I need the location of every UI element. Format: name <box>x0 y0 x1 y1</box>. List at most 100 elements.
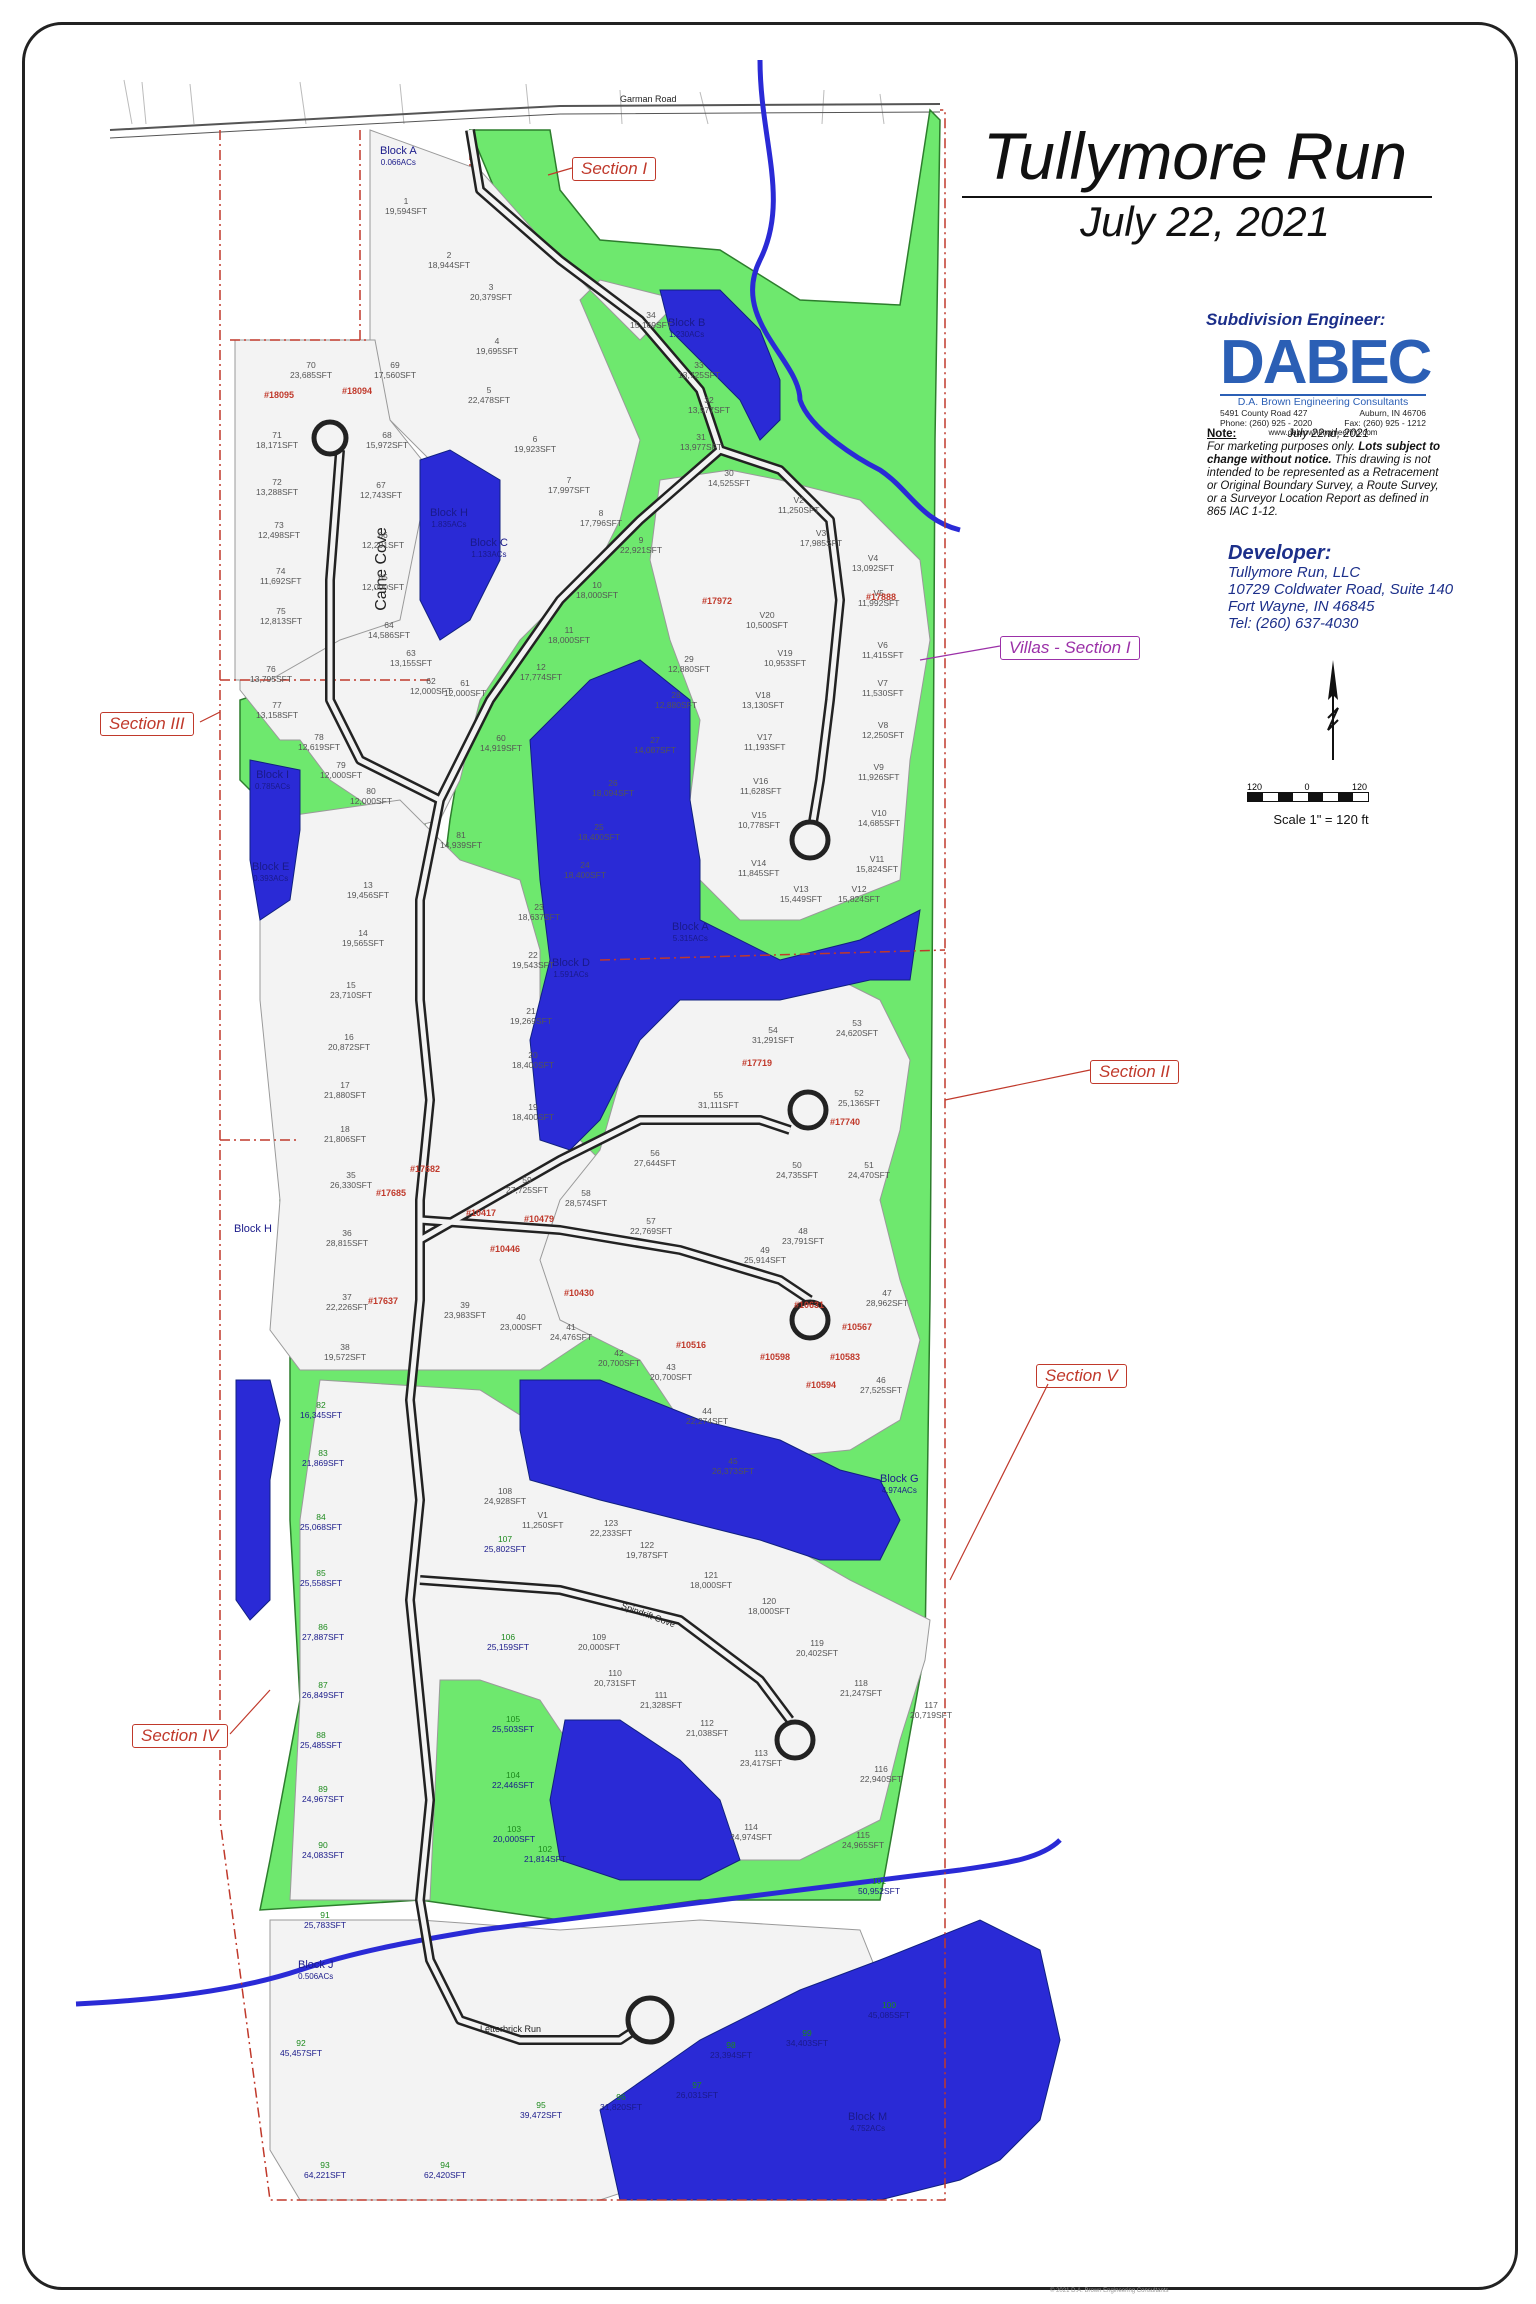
block-area: 0.785ACs <box>255 782 291 791</box>
block-area: 1.835ACs <box>431 520 467 529</box>
lot-area: 11,250SFT <box>522 1520 564 1530</box>
block-area: 0.506ACs <box>298 1972 334 1981</box>
lot-number: 55 <box>713 1090 724 1100</box>
lot-area: 13,977SFT <box>688 405 731 415</box>
lot-area: 45,085SFT <box>868 2010 911 2020</box>
lot-number: V16 <box>753 776 769 786</box>
lot-number: 94 <box>440 2160 450 2170</box>
lot-number: 38 <box>340 1342 350 1352</box>
lot-area: 13,158SFT <box>256 710 299 720</box>
lot-area: 12,498SFT <box>258 530 301 540</box>
lot-number: V14 <box>751 858 767 868</box>
lot-area: 25,783SFT <box>304 1920 347 1930</box>
lot-area: 20,872SFT <box>328 1042 371 1052</box>
lot-area: 23,685SFT <box>290 370 333 380</box>
tree-lines <box>123 79 885 125</box>
engineer-street: 5491 County Road 427 <box>1220 408 1308 418</box>
lot-number: 71 <box>272 430 282 440</box>
lot-area: 11,845SFT <box>738 868 780 878</box>
lot-area: 20,719SFT <box>910 1710 953 1720</box>
lot-number: 82 <box>316 1400 326 1410</box>
lot-area: 13,092SFT <box>852 563 895 573</box>
lot-number: 70 <box>306 360 316 370</box>
lot-number: 86 <box>318 1622 328 1632</box>
lots-sec2 <box>539 969 921 1461</box>
lot-area: 25,136SFT <box>838 1098 881 1108</box>
lot-number: 7 <box>566 475 572 485</box>
lot-area: 13,288SFT <box>256 487 299 497</box>
lot-number: 12 <box>536 662 546 672</box>
lot-number: 39 <box>460 1300 470 1310</box>
developer-info: Tullymore Run, LLC 10729 Coldwater Road,… <box>1228 564 1453 632</box>
villas-section-label: Villas - Section I <box>1000 636 1140 660</box>
lot-area: 23,791SFT <box>782 1236 825 1246</box>
lot-area: 11,415SFT <box>862 650 904 660</box>
note-line1: For marketing purposes only. <box>1207 441 1356 453</box>
lot-number: 32 <box>704 395 714 405</box>
lot-area: 64,221SFT <box>304 2170 347 2180</box>
lot-area: 15,824SFT <box>856 864 899 874</box>
lot-area: 11,193SFT <box>744 742 786 752</box>
lot-number: 4 <box>494 336 500 346</box>
lot-area: 23,983SFT <box>444 1310 487 1320</box>
lot-area: 27,525SFT <box>860 1385 903 1395</box>
block-area: 4.752ACs <box>849 2124 886 2133</box>
lot-area: 18,400SFT <box>578 832 621 842</box>
note-date: July 22nd, 2021 <box>1287 428 1369 440</box>
lot-number: 6 <box>532 434 538 444</box>
river-north <box>750 59 961 533</box>
lot-area: 12,000SFT <box>350 796 393 806</box>
lot-number: 17 <box>340 1080 350 1090</box>
lot-number: 84 <box>316 1512 326 1522</box>
lot-number: V10 <box>871 808 887 818</box>
lot-number: 46 <box>876 1375 886 1385</box>
lot-area: 25,914SFT <box>744 1255 787 1265</box>
block-area: 1.133ACs <box>471 550 507 559</box>
block-name: Block H <box>234 1223 272 1235</box>
block-area: 0.066ACs <box>380 158 416 167</box>
scale-tick-left: 120 <box>1247 782 1263 792</box>
lot-number: 104 <box>505 1770 521 1780</box>
lot-number: 105 <box>505 1714 521 1724</box>
lot-area: 12,000SFT <box>444 688 487 698</box>
scale-blocks <box>1247 792 1369 802</box>
lot-area: 11,926SFT <box>858 772 900 782</box>
lot-area: 22,921SFT <box>620 545 663 555</box>
lot-number: 65 <box>378 572 388 582</box>
lot-area: 14,586SFT <box>368 630 411 640</box>
lot-area: 26,031SFT <box>676 2090 719 2100</box>
lot-area: 25,159SFT <box>487 1642 530 1652</box>
lot-number: 111 <box>654 1690 668 1700</box>
lot-number: 108 <box>497 1486 513 1496</box>
lot-number: 50 <box>792 1160 802 1170</box>
engineer-address: 5491 County Road 427 Auburn, IN 46706 <box>1220 408 1426 418</box>
block-area: 5.315ACs <box>672 934 708 943</box>
lot-number: V6 <box>877 640 888 650</box>
lot-area: 23,417SFT <box>740 1758 783 1768</box>
logo-wordmark: DABEC <box>1220 328 1432 397</box>
